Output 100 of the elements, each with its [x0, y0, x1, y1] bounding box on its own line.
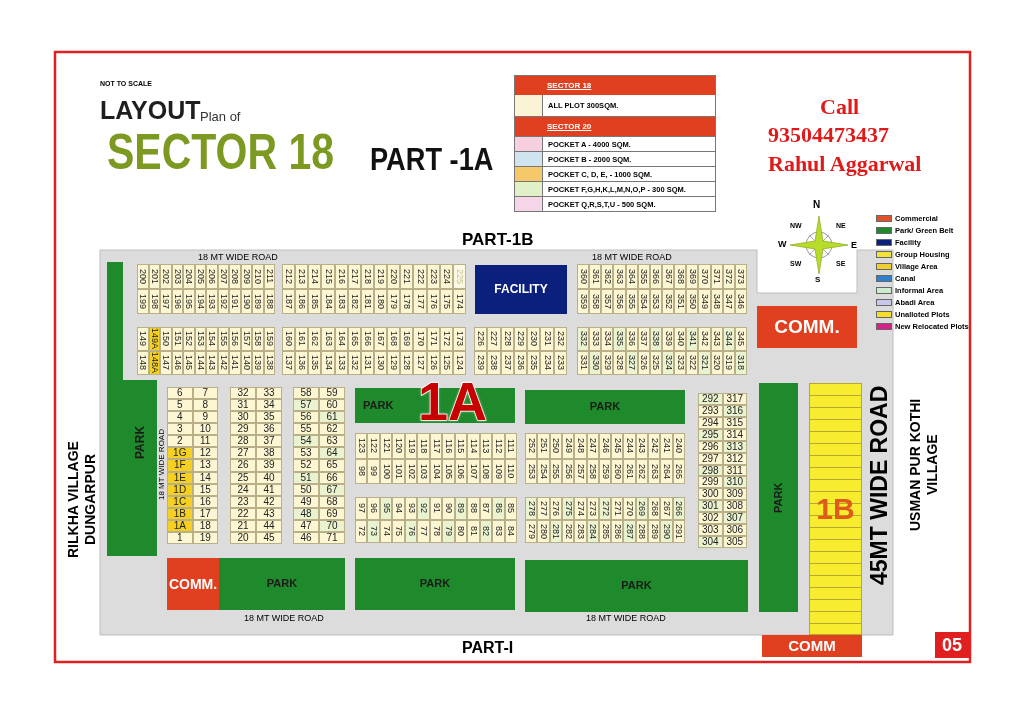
park-area: PARK [525, 390, 685, 424]
plot-box: 185 [308, 289, 322, 314]
plot-box: 109 [492, 458, 505, 484]
plot-box: 1G [167, 447, 193, 460]
plot-box: 245 [611, 433, 624, 459]
village-label: RILKHA VILLAGE DUNGARPUR [64, 440, 99, 561]
plot-box: 191 [229, 289, 241, 314]
plot-box: 356 [613, 289, 626, 314]
plot-box: 289 [648, 520, 661, 543]
plot-box: 368 [674, 264, 687, 289]
phone-number: 93504473437 [768, 124, 889, 146]
plot-box: 29 [230, 423, 256, 436]
plot-box: 195 [183, 289, 195, 314]
plot-box: 335 [613, 327, 626, 351]
plot-box: 300 [698, 488, 723, 501]
plot-box: 26 [230, 459, 256, 472]
plot-box: 212 [282, 264, 296, 289]
plot-box: 226 [474, 327, 488, 351]
title-text: SECTOR 18 [107, 127, 335, 177]
plot-box: 3 [167, 423, 193, 436]
plot-box: 213 [295, 264, 309, 289]
plot-box: 349 [698, 289, 711, 314]
plot-box: 241 [660, 433, 673, 459]
plot-box: 167 [374, 327, 388, 351]
plot-box: 141 [229, 351, 241, 375]
plot-box: 251 [537, 433, 550, 459]
road-label: 18 MT WIDE ROAD [156, 428, 167, 503]
plot-box: 180 [374, 289, 388, 314]
plot-box: 270 [623, 497, 636, 520]
plot-box: 6 [167, 387, 193, 400]
plot-box: 7 [192, 387, 218, 400]
plot-box: 56 [293, 411, 319, 424]
plot-box: 189 [252, 289, 264, 314]
plot-box: 88 [467, 497, 480, 520]
plot-box: 242 [648, 433, 661, 459]
commercial-area: COMM. [167, 558, 219, 610]
plot-box: 57 [293, 399, 319, 412]
plot-box: 244 [623, 433, 636, 459]
plot-box: 32 [230, 387, 256, 400]
plot-box: 199 [137, 289, 149, 314]
plot-box: 321 [698, 351, 711, 375]
compass-letter: N [813, 200, 821, 210]
plot-box: 156 [229, 327, 241, 351]
plot-box: 162 [308, 327, 322, 351]
plot-box: 303 [698, 524, 723, 537]
plot-box: 61 [319, 411, 345, 424]
plot-box: 309 [722, 488, 747, 501]
plot-box: 187 [282, 289, 296, 314]
plot-box: 305 [722, 536, 747, 548]
page-number: 05 [935, 632, 969, 658]
plot-box: 286 [611, 520, 624, 543]
plot-box: 202 [160, 264, 172, 289]
plot-box: 361 [589, 264, 602, 289]
park-label: PARK [131, 424, 148, 461]
plot-box: 358 [589, 289, 602, 314]
plot-box: 72 [355, 520, 368, 543]
plot-box: 160 [282, 327, 296, 351]
plot-box: 204 [183, 264, 195, 289]
plot-box: 239 [474, 351, 488, 375]
plot-box: 301 [698, 500, 723, 513]
plot-box: 168 [387, 327, 401, 351]
table-header: SECTOR 18 [515, 76, 715, 95]
plot-box: 222 [413, 264, 427, 289]
plot-box: 123 [355, 433, 368, 459]
plot-box: 11 [192, 435, 218, 448]
plot-box: 332 [577, 327, 590, 351]
plot-box: 331 [577, 351, 590, 375]
plot-box: 333 [589, 327, 602, 351]
plot-box: 92 [417, 497, 430, 520]
plot-box: 147 [160, 351, 172, 375]
plot-box: 1F [167, 459, 193, 472]
plot-box: 169 [400, 327, 414, 351]
plot-box: 367 [662, 264, 675, 289]
park-area: PARK [759, 383, 798, 612]
plot-box: 163 [321, 327, 335, 351]
plot-box: 179 [387, 289, 401, 314]
plot-box: 261 [623, 458, 636, 484]
plot-box: 107 [467, 458, 480, 484]
road-label: 18 MT WIDE ROAD [592, 253, 672, 262]
plot-box: 62 [319, 423, 345, 436]
park-area: PARK [525, 560, 748, 612]
plot-box: 264 [660, 458, 673, 484]
plot-box: 304 [698, 536, 723, 548]
plot-box: 96 [367, 497, 380, 520]
plot-box: 53 [293, 447, 319, 460]
plot-box: 77 [417, 520, 430, 543]
plot-box: 122 [367, 433, 380, 459]
plot-box: 177 [413, 289, 427, 314]
compass-letter: W [778, 240, 787, 249]
plot-box: 5 [167, 399, 193, 412]
plot-box: 149 [137, 327, 149, 351]
road-label: 18 MT WIDE ROAD [198, 253, 278, 262]
plot-box: 139 [252, 351, 264, 375]
plot-box: 340 [674, 327, 687, 351]
plot-box: 307 [722, 512, 747, 525]
plot-box: 37 [256, 435, 282, 448]
plot-box: 134 [321, 351, 335, 375]
plot-box: 351 [674, 289, 687, 314]
plot-box: 290 [660, 520, 673, 543]
plot-box: 329 [601, 351, 614, 375]
